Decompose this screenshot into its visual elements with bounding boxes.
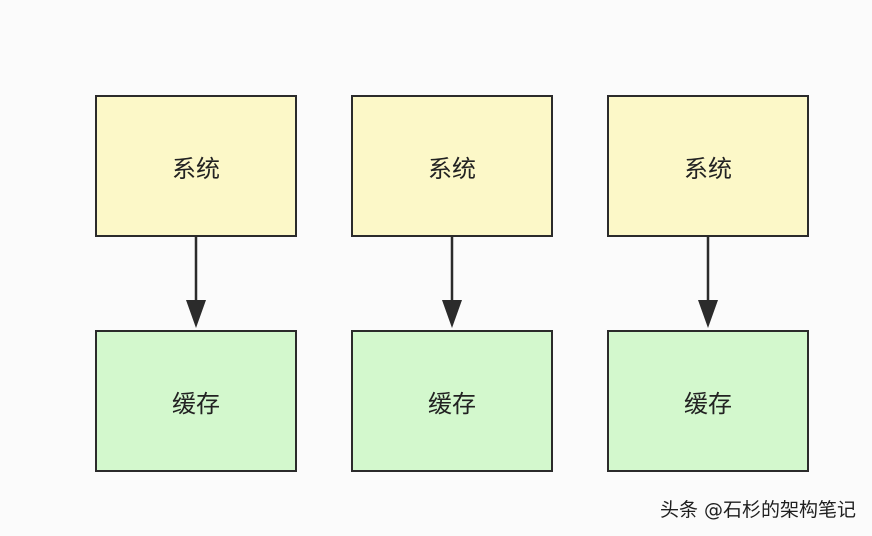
cache-box-3: 缓存	[607, 330, 809, 472]
system-label-3: 系统	[684, 154, 732, 183]
system-label-2: 系统	[428, 154, 476, 183]
system-box-1: 系统	[95, 95, 297, 237]
cache-label-1: 缓存	[172, 389, 220, 418]
cache-label-2: 缓存	[428, 389, 476, 418]
system-box-2: 系统	[351, 95, 553, 237]
system-label-1: 系统	[172, 154, 220, 183]
arrow-2	[442, 237, 462, 328]
watermark-text: 头条 @石杉的架构笔记	[659, 499, 856, 521]
cache-label-3: 缓存	[684, 389, 732, 418]
cache-box-1: 缓存	[95, 330, 297, 472]
cache-box-2: 缓存	[351, 330, 553, 472]
system-box-3: 系统	[607, 95, 809, 237]
arrow-1	[186, 237, 206, 328]
arrow-3	[698, 237, 718, 328]
